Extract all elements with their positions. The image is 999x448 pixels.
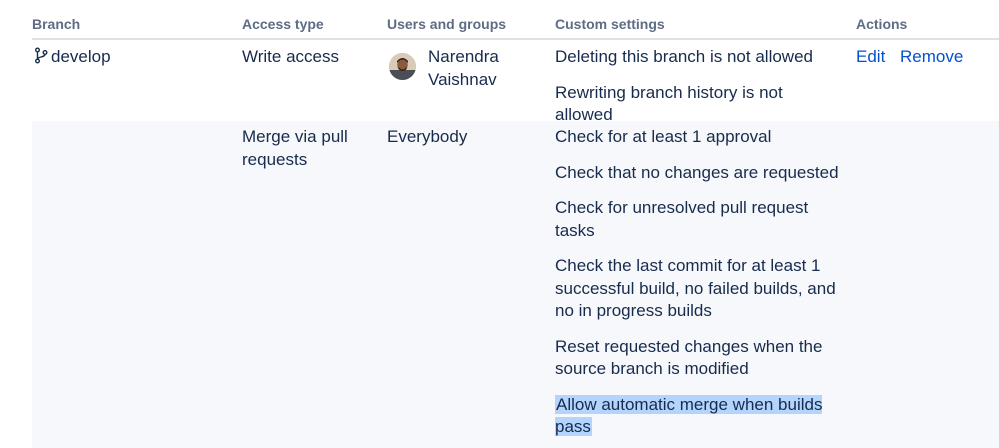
- setting-item: Check for unresolved pull request tasks: [555, 198, 809, 240]
- user-avatar: [389, 53, 416, 80]
- user-name[interactable]: Narendra Vaishnav: [428, 46, 499, 91]
- header-access-type: Access type: [242, 16, 324, 32]
- header-custom-settings: Custom settings: [555, 16, 665, 32]
- users-cell: Everybody: [387, 127, 468, 146]
- user-first-name: Narendra: [428, 47, 499, 66]
- custom-settings-list: Deleting this branch is not allowed Rewr…: [555, 46, 845, 140]
- header-branch: Branch: [32, 16, 81, 32]
- setting-item: Reset requested changes when the source …: [555, 336, 823, 379]
- branch-name: develop: [51, 47, 111, 66]
- custom-settings-list: Check for at least 1 approval Check that…: [555, 126, 845, 448]
- selected-text: Allow automatic merge when builds pass: [555, 394, 823, 436]
- remove-link[interactable]: Remove: [900, 47, 964, 66]
- setting-item: Check the last commit for at least 1 suc…: [555, 256, 836, 320]
- setting-item: Rewriting branch history is not allowed: [555, 82, 783, 125]
- setting-item: Check for at least 1 approval: [555, 127, 772, 146]
- header-users-and-groups: Users and groups: [387, 16, 507, 32]
- table-row-background: [32, 121, 999, 448]
- header-actions: Actions: [856, 16, 908, 32]
- header-divider: [32, 38, 999, 40]
- access-type-cell: Write access: [242, 47, 339, 66]
- branch-name-cell[interactable]: develop: [34, 46, 111, 69]
- access-type-line: Merge via pull: [242, 127, 348, 146]
- setting-item: Deleting this branch is not allowed: [555, 47, 813, 66]
- setting-item: Check that no changes are requested: [555, 162, 839, 182]
- setting-item-selected: Allow automatic merge when builds pass: [555, 394, 845, 439]
- user-last-name: Vaishnav: [428, 69, 497, 89]
- branch-icon: [34, 47, 49, 64]
- access-type-cell: Merge via pull requests: [242, 126, 348, 171]
- access-type-line: requests: [242, 149, 308, 169]
- edit-link[interactable]: Edit: [856, 47, 886, 66]
